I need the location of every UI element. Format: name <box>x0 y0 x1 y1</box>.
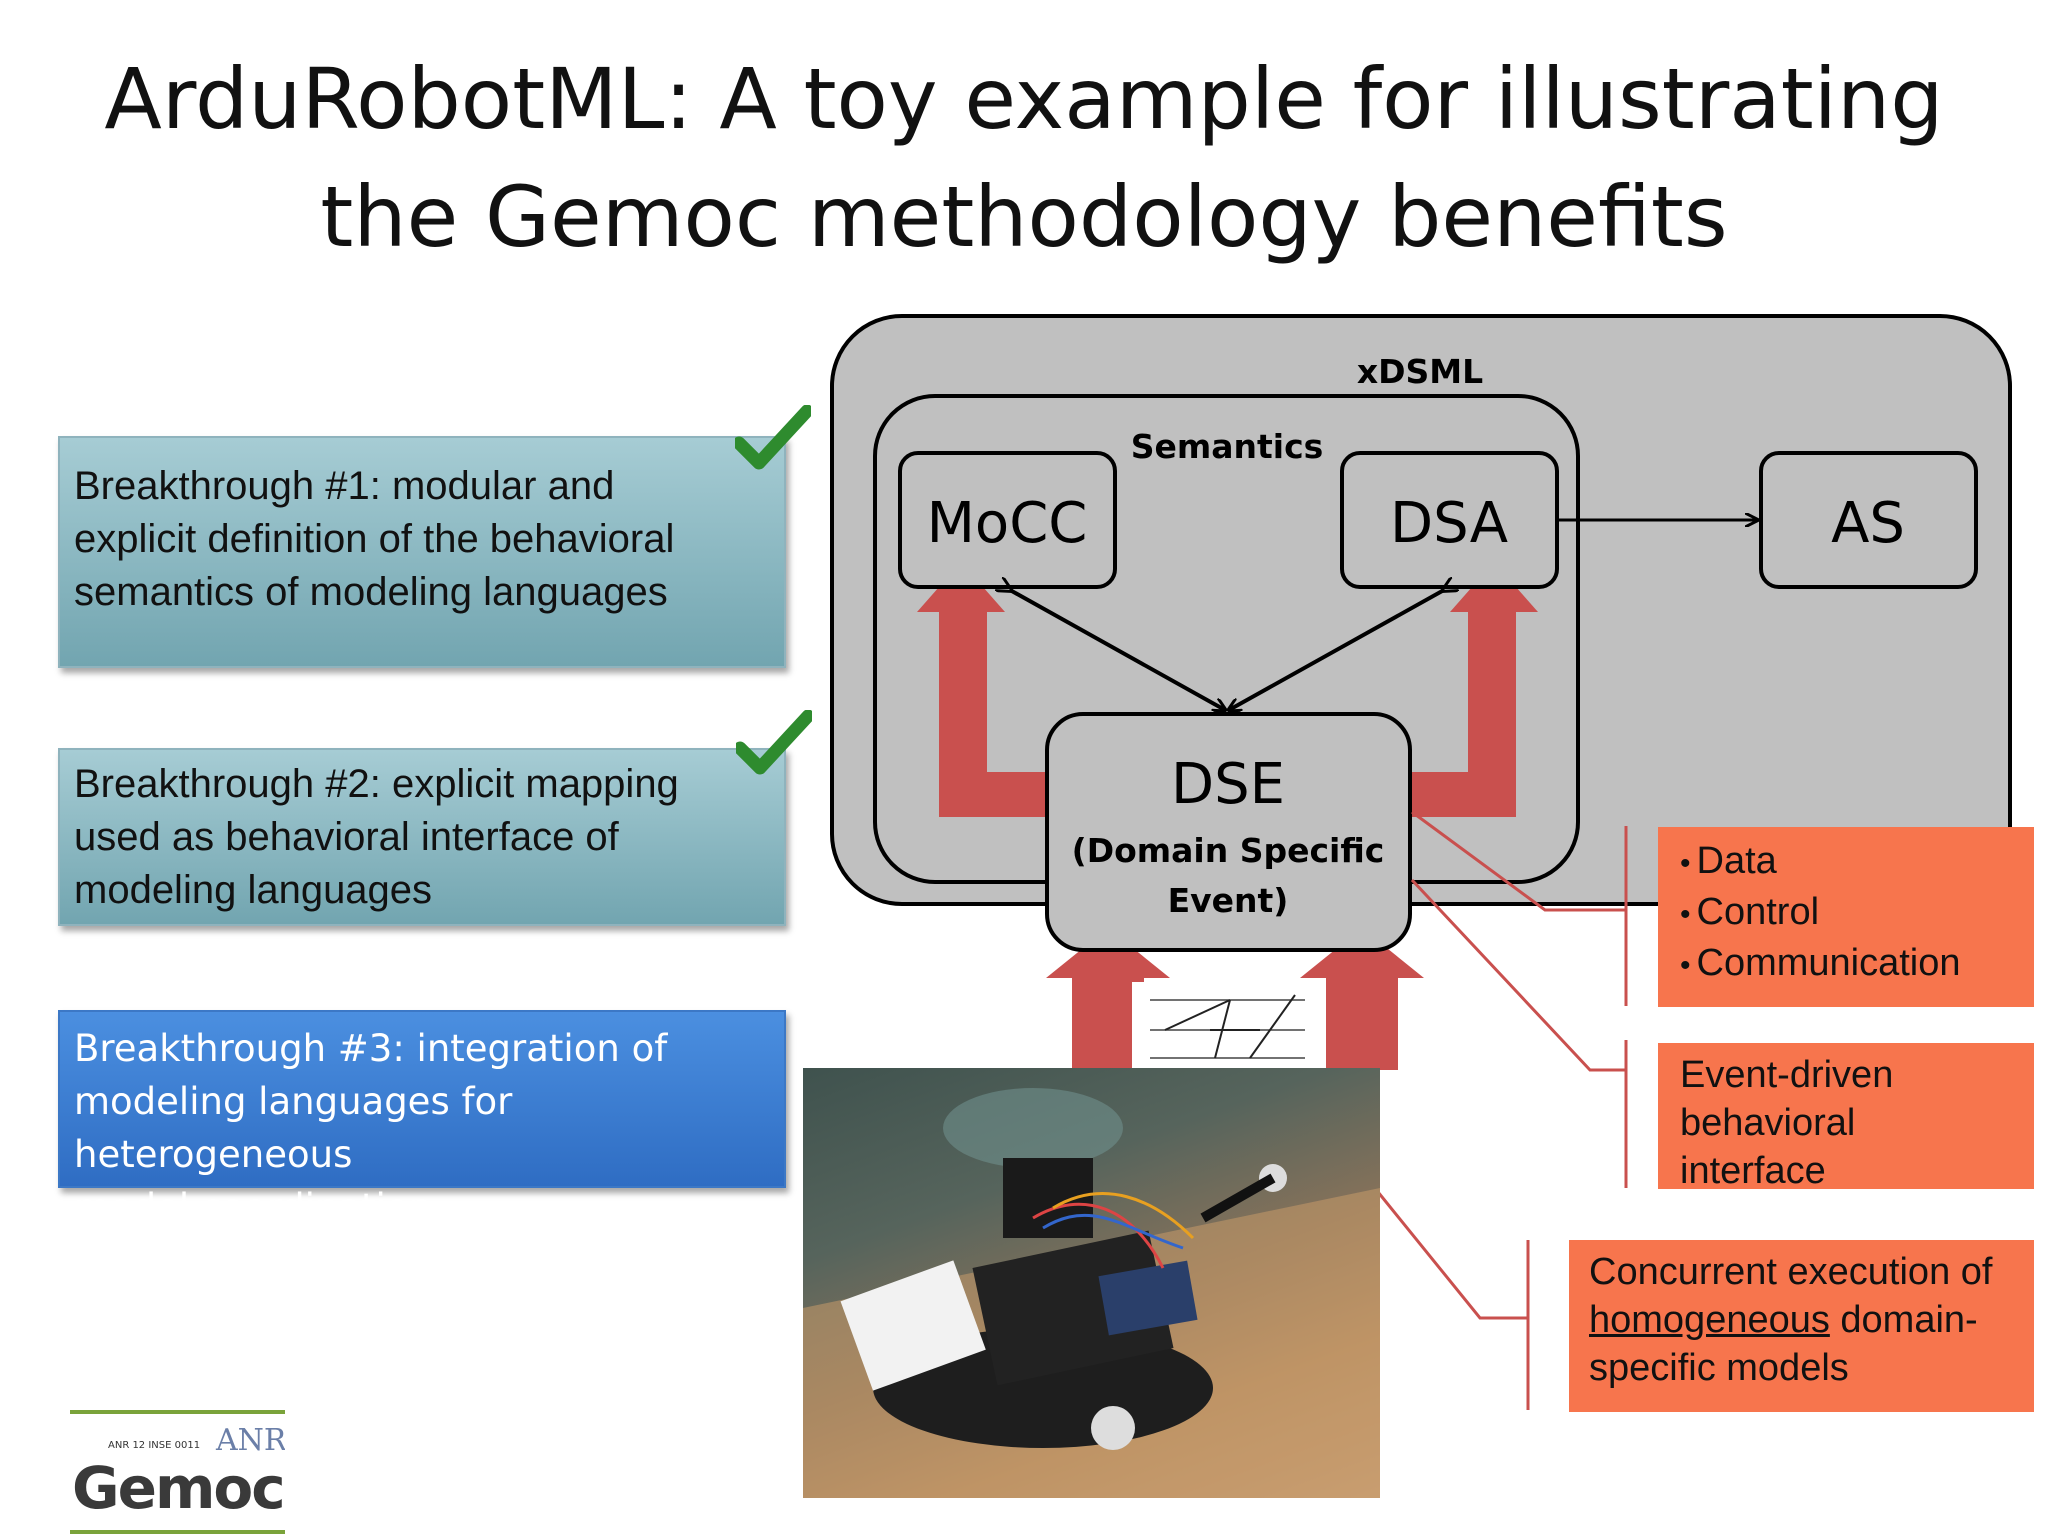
checkmark-icon <box>735 405 811 470</box>
title-line-2: the Gemoc methodology benefits <box>320 168 1728 266</box>
dse-type-control: Control <box>1680 888 2034 939</box>
breakthrough-3-box: Breakthrough #3: integration of modeling… <box>58 1010 786 1229</box>
breakthrough-3-line-1: Breakthrough #3: integration of <box>74 1027 668 1070</box>
concurrency-sketch <box>1132 982 1322 1068</box>
event-driven-line-2: behavioral <box>1680 1102 1856 1144</box>
breakthrough-1-box: Breakthrough #1: modular and explicit de… <box>58 436 786 668</box>
logo-anr: ANR <box>215 1423 285 1458</box>
slide-title: ArduRobotML: A toy example for illustrat… <box>0 40 2048 276</box>
breakthrough-2-line-3: modeling languages <box>74 868 433 912</box>
breakthrough-2-line-1: Breakthrough #2: explicit mapping <box>74 762 679 806</box>
robot-illustration <box>803 1088 1380 1498</box>
dse-subtitle-line-2: Event) <box>1168 881 1289 920</box>
concurrent-execution-callout: Concurrent execution of homogeneous doma… <box>1569 1240 2034 1412</box>
event-driven-line-1: Event-driven <box>1680 1054 1894 1096</box>
concurrent-line-2-rest: domain- <box>1829 1299 1978 1341</box>
mocc-label: MoCC <box>927 491 1088 556</box>
breakthrough-1-line-1: Breakthrough #1: modular and <box>74 464 615 508</box>
as-box <box>1759 451 1978 589</box>
dsa-label: DSA <box>1390 491 1508 556</box>
logo-brand: Gemoc <box>72 1454 284 1522</box>
concurrent-line-3: specific models <box>1589 1347 1849 1389</box>
breakthrough-3-line-2: modeling languages for heterogeneous <box>74 1080 513 1176</box>
callout-connectors <box>1376 810 1628 1410</box>
dse-box <box>1045 712 1412 952</box>
semantics-label: Semantics <box>1131 427 1324 466</box>
red-arrow-left <box>917 562 1050 817</box>
concurrent-line-2: homogeneous domain- <box>1589 1296 2034 1344</box>
dse-label: DSE <box>1171 752 1285 817</box>
breakthrough-1-line-2: explicit definition of the behavioral <box>74 517 675 561</box>
breakthrough-2-box: Breakthrough #2: explicit mapping used a… <box>58 748 786 926</box>
breakthrough-1-line-3: semantics of modeling languages <box>74 570 668 614</box>
red-arrow-bottom-right <box>1300 928 1424 1070</box>
concurrent-line-1: Concurrent execution of <box>1589 1251 1993 1293</box>
dsa-dse-arrow <box>1229 590 1444 710</box>
concurrent-underlined: homogeneous <box>1589 1299 1830 1341</box>
gemoc-logo-graphic: ANR 12 INSE 0011 ANR Gemoc <box>70 1410 288 1534</box>
gemoc-logo: ANR 12 INSE 0011 ANR Gemoc <box>70 1408 288 1536</box>
event-driven-callout: Event-driven behavioral interface <box>1658 1043 2034 1192</box>
breakthrough-3-line-3: model coordination <box>74 1186 432 1229</box>
dse-type-data: Data <box>1680 837 2034 888</box>
as-label: AS <box>1831 491 1905 556</box>
checkmark-icon <box>736 710 812 775</box>
xdsml-label: xDSML <box>1357 352 1483 391</box>
dse-types-list: Data Control Communication <box>1680 837 2034 990</box>
event-driven-line-3: interface <box>1680 1150 1826 1192</box>
title-line-1: ArduRobotML: A toy example for illustrat… <box>104 50 1944 148</box>
mocc-dse-arrow <box>1010 590 1225 710</box>
logo-top-text: ANR 12 INSE 0011 <box>108 1440 200 1451</box>
robot-photo <box>803 1068 1380 1498</box>
dse-type-communication: Communication <box>1680 939 2034 990</box>
breakthrough-2-line-2: used as behavioral interface of <box>74 815 619 859</box>
dse-subtitle-line-1: (Domain Specific <box>1072 831 1385 870</box>
red-arrow-right <box>1405 562 1538 817</box>
dse-types-callout: Data Control Communication <box>1658 827 2034 1007</box>
